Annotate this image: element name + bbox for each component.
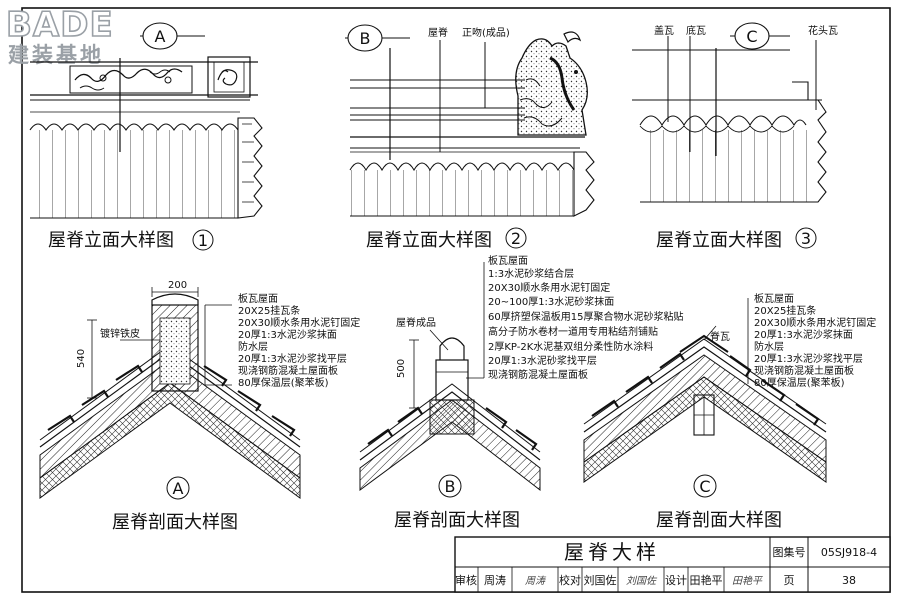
section-b-title: 屋脊剖面大样图 xyxy=(394,510,520,531)
elevation-c-drawing xyxy=(632,36,827,203)
design-name: 田艳平 xyxy=(690,573,723,587)
elevation-c-number: 3 xyxy=(801,229,811,248)
section-b-drawing xyxy=(359,262,541,492)
section-b-layer-7: 2厚KP-2K水泥基双组分柔性防水涂料 xyxy=(488,340,653,353)
marker-a-label: A xyxy=(155,27,166,46)
section-b-layer-2: 1:3水泥砂浆结合层 xyxy=(488,267,574,280)
label-base-tile: 底瓦 xyxy=(686,24,706,37)
section-c-layer-2: 20X25挂瓦条 xyxy=(754,304,816,317)
atlas-number-value: 05SJ918-4 xyxy=(821,546,877,559)
section-c-marker: C xyxy=(693,474,717,498)
design-signature: 田艳平 xyxy=(732,575,763,587)
section-b-layer-1: 板瓦屋面 xyxy=(488,254,528,267)
elevation-b-caption: 屋脊立面大样图 2 xyxy=(366,227,527,251)
label-cover-tile: 盖瓦 xyxy=(654,24,674,37)
section-b-layer-6: 高分子防水卷材一道用专用粘结剂铺贴 xyxy=(488,325,658,338)
section-a-label-flashing: 镀锌铁皮 xyxy=(100,327,140,340)
section-a-layer-6: 20厚1:3水泥沙浆找平层 xyxy=(238,352,347,365)
design-label: 设计 xyxy=(665,574,687,587)
elevation-b-number: 2 xyxy=(511,229,521,248)
elevation-a-caption: 屋脊立面大样图 1 xyxy=(48,229,214,251)
atlas-number-label: 图集号 xyxy=(773,545,806,559)
section-a-marker-label: A xyxy=(173,479,184,498)
marker-b-top: B xyxy=(345,24,410,52)
label-ornament: 正吻(成品) xyxy=(462,27,510,39)
review-name: 周涛 xyxy=(484,573,506,587)
section-a-title: 屋脊剖面大样图 xyxy=(112,512,238,533)
section-b-label-ridge-product: 屋脊成品 xyxy=(396,316,436,329)
review-label: 审核 xyxy=(455,573,477,587)
elevation-b-drawing xyxy=(349,31,595,217)
page-label: 页 xyxy=(784,574,795,587)
section-a-layer-notes: 板瓦屋面 20X25挂瓦条 20X30顺水条用水泥钉固定 20厚1:3水泥沙浆抹… xyxy=(238,292,360,389)
section-a-layer-3: 20X30顺水条用水泥钉固定 xyxy=(238,316,360,329)
elevation-c-caption: 屋脊立面大样图 3 xyxy=(656,227,817,251)
section-b-layer-3: 20X30顺水条用水泥钉固定 xyxy=(488,281,610,294)
section-c-drawing xyxy=(583,298,827,483)
label-ridge: 屋脊 xyxy=(428,26,448,39)
section-a-layer-1: 板瓦屋面 xyxy=(238,292,278,305)
page-number: 38 xyxy=(842,574,856,587)
section-c-layer-4: 20厚1:3水泥沙浆抹面 xyxy=(754,328,853,341)
section-c-marker-label: C xyxy=(699,477,710,496)
section-a-dim-width: 200 xyxy=(168,280,187,291)
marker-c-label: C xyxy=(746,27,757,46)
marker-a-top: A xyxy=(140,22,205,50)
section-c-layer-3: 20X30顺水条用水泥钉固定 xyxy=(754,316,876,329)
logo-subtitle: 建装基地 xyxy=(8,43,104,67)
check-label: 校对 xyxy=(559,573,581,587)
section-b-dim-height: 500 xyxy=(396,359,407,378)
section-c-layer-6: 20厚1:3水泥沙浆找平层 xyxy=(754,352,863,365)
check-signature: 刘国佐 xyxy=(626,575,658,587)
title-block xyxy=(454,536,891,593)
section-c-layer-8: 80厚保温层(聚苯板) xyxy=(754,376,845,389)
elevation-b-title: 屋脊立面大样图 xyxy=(366,230,492,251)
section-a-dim-height: 540 xyxy=(76,349,87,368)
section-a-layer-2: 20X25挂瓦条 xyxy=(238,304,300,317)
section-a-drawing xyxy=(39,287,301,499)
section-b-layer-8: 20厚1:3水泥砂浆找平层 xyxy=(488,354,597,367)
section-a-layer-4: 20厚1:3水泥沙浆抹面 xyxy=(238,328,337,341)
brand-logo: BADE 建装基地 xyxy=(5,4,114,67)
section-c-layer-7: 现浇钢筋混凝土屋面板 xyxy=(754,364,854,377)
section-a-layer-7: 现浇钢筋混凝土屋面板 xyxy=(238,364,338,377)
logo-brand: BADE xyxy=(6,5,114,45)
section-b-layer-4: 20~100厚1:3水泥砂浆抹面 xyxy=(488,295,614,308)
elevation-a-drawing xyxy=(29,56,263,219)
marker-b-label: B xyxy=(360,29,371,48)
elevation-a-number: 1 xyxy=(198,231,208,250)
elevation-a-title: 屋脊立面大样图 xyxy=(48,230,174,251)
review-signature: 周涛 xyxy=(525,575,547,587)
section-b-marker: B xyxy=(438,474,462,498)
section-c-title: 屋脊剖面大样图 xyxy=(656,510,782,531)
section-b-layer-9: 现浇钢筋混凝土屋面板 xyxy=(488,368,588,381)
section-a-marker: A xyxy=(166,476,190,500)
marker-c-top: C xyxy=(730,22,790,50)
section-b-marker-label: B xyxy=(445,477,456,496)
section-c-layer-notes: 板瓦屋面 20X25挂瓦条 20X30顺水条用水泥钉固定 20厚1:3水泥沙浆抹… xyxy=(754,292,876,389)
section-c-label-ridge-tile: 脊瓦 xyxy=(710,330,730,343)
section-c-layer-5: 防水层 xyxy=(754,340,784,353)
section-b-layer-5: 60厚挤塑保温板用15厚聚合物水泥砂浆粘贴 xyxy=(488,310,683,323)
check-name: 刘国佐 xyxy=(584,573,617,587)
elevation-c-title: 屋脊立面大样图 xyxy=(656,230,782,251)
section-c-layer-1: 板瓦屋面 xyxy=(754,292,794,305)
section-a-layer-8: 80厚保温层(聚苯板) xyxy=(238,376,329,389)
title-block-title: 屋脊大样 xyxy=(564,540,660,564)
section-b-layer-notes: 板瓦屋面 1:3水泥砂浆结合层 20X30顺水条用水泥钉固定 20~100厚1:… xyxy=(488,254,683,381)
label-flower-tile: 花头瓦 xyxy=(808,24,838,37)
section-a-layer-5: 防水层 xyxy=(238,340,268,353)
